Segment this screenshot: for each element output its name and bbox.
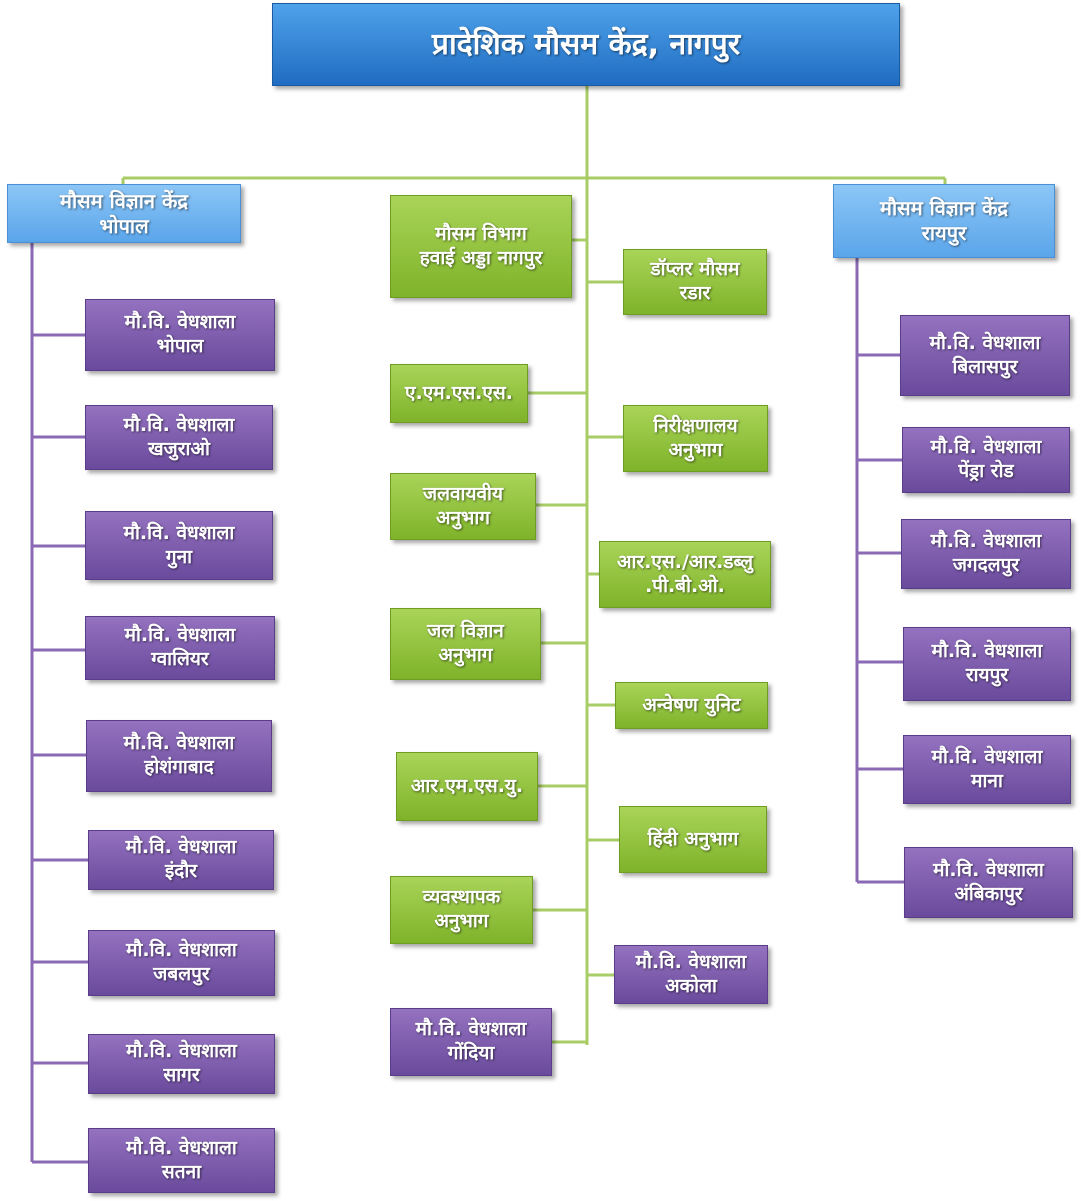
station-box: मौ.वि. वेधशाला जबलपुर [88, 930, 275, 996]
station-label: मौ.वि. वेधशाला ग्वालियर [124, 624, 236, 670]
station-box: मौ.वि. वेधशाला सागर [88, 1034, 275, 1094]
section-label: निरीक्षणालय अनुभाग [653, 414, 738, 461]
station-label: मौ.वि. वेधशाला अकोला [635, 950, 747, 997]
section-label: डॉप्लर मौसम रडार [650, 258, 740, 304]
station-label: मौ.वि. वेधशाला बिलासपुर [929, 331, 1041, 378]
section-box: अन्वेषण युनिट [615, 682, 768, 729]
regional-centre-bhopal: मौसम विज्ञान केंद्र भोपाल [7, 184, 241, 243]
station-label: मौ.वि. वेधशाला गुना [123, 521, 235, 568]
station-label: मौ.वि. वेधशाला खजुराओ [123, 413, 235, 460]
section-box: ए.एम.एस.एस. [390, 364, 528, 423]
station-label: मौ.वि. वेधशाला माना [931, 745, 1043, 792]
station-box: मौ.वि. वेधशाला खजुराओ [85, 405, 273, 470]
section-label: जलवायवीय अनुभाग [423, 482, 503, 529]
section-box: जल विज्ञान अनुभाग [390, 608, 541, 680]
section-label: ए.एम.एस.एस. [405, 381, 513, 404]
root-label: प्रादेशिक मौसम केंद्र, नागपुर [431, 26, 741, 62]
section-box: आर.एम.एस.यु. [396, 752, 538, 821]
station-box: मौ.वि. वेधशाला पेंड्रा रोड [902, 427, 1070, 493]
section-label: हिंदी अनुभाग [647, 827, 739, 850]
regional-centre-label: मौसम विज्ञान केंद्र भोपाल [60, 188, 188, 238]
station-box: मौ.वि. वेधशाला ग्वालियर [85, 616, 275, 680]
station-label: मौ.वि. वेधशाला सतना [126, 1136, 237, 1183]
section-box: मौसम विभाग हवाई अड्डा नागपुर [390, 195, 572, 298]
station-box: मौ.वि. वेधशाला भोपाल [85, 299, 275, 371]
section-label: मौसम विभाग हवाई अड्डा नागपुर [419, 222, 543, 269]
station-box: मौ.वि. वेधशाला बिलासपुर [900, 315, 1070, 396]
section-label: आर.एम.एस.यु. [410, 774, 524, 797]
station-label: मौ.वि. वेधशाला गोंदिया [415, 1018, 527, 1064]
station-box: मौ.वि. वेधशाला इंदौर [88, 830, 274, 890]
station-box: मौ.वि. वेधशाला माना [903, 735, 1071, 804]
section-box: हिंदी अनुभाग [619, 806, 767, 873]
station-label: मौ.वि. वेधशाला इंदौर [125, 836, 237, 882]
station-box: मौ.वि. वेधशाला गोंदिया [390, 1008, 552, 1076]
section-label: आर.एस./आर.डब्लु .पी.बी.ओ. [617, 550, 753, 597]
station-label: मौ.वि. वेधशाला भोपाल [124, 311, 236, 357]
section-label: अन्वेषण युनिट [642, 693, 741, 716]
station-label: मौ.वि. वेधशाला होशंगाबाद [123, 732, 235, 778]
station-box: मौ.वि. वेधशाला होशंगाबाद [86, 720, 272, 792]
section-box: डॉप्लर मौसम रडार [623, 249, 767, 315]
regional-centre-label: मौसम विज्ञान केंद्र रायपुर [880, 196, 1008, 245]
station-label: मौ.वि. वेधशाला जबलपुर [126, 939, 237, 985]
regional-centre-raipur: मौसम विज्ञान केंद्र रायपुर [833, 184, 1055, 258]
station-label: मौ.वि. वेधशाला पेंड्रा रोड [930, 436, 1042, 482]
station-box: मौ.वि. वेधशाला गुना [85, 511, 273, 580]
section-box: आर.एस./आर.डब्लु .पी.बी.ओ. [599, 541, 771, 608]
root-box: प्रादेशिक मौसम केंद्र, नागपुर [272, 3, 900, 86]
section-box: निरीक्षणालय अनुभाग [623, 405, 768, 472]
station-box: मौ.वि. वेधशाला जगदलपुर [901, 519, 1071, 589]
section-box: व्यवस्थापक अनुभाग [390, 876, 533, 944]
section-label: जल विज्ञान अनुभाग [427, 620, 504, 666]
station-box: मौ.वि. वेधशाला सतना [88, 1128, 275, 1193]
station-box: मौ.वि. वेधशाला अकोला [614, 945, 768, 1004]
section-label: व्यवस्थापक अनुभाग [422, 886, 501, 932]
station-box: मौ.वि. वेधशाला अंबिकापुर [904, 847, 1073, 918]
station-label: मौ.वि. वेधशाला रायपुर [931, 640, 1043, 686]
section-box: जलवायवीय अनुभाग [390, 473, 536, 540]
station-label: मौ.वि. वेधशाला अंबिकापुर [933, 858, 1044, 905]
station-label: मौ.वि. वेधशाला जगदलपुर [930, 530, 1042, 576]
station-label: मौ.वि. वेधशाला सागर [126, 1040, 237, 1086]
station-box: मौ.वि. वेधशाला रायपुर [903, 627, 1071, 701]
